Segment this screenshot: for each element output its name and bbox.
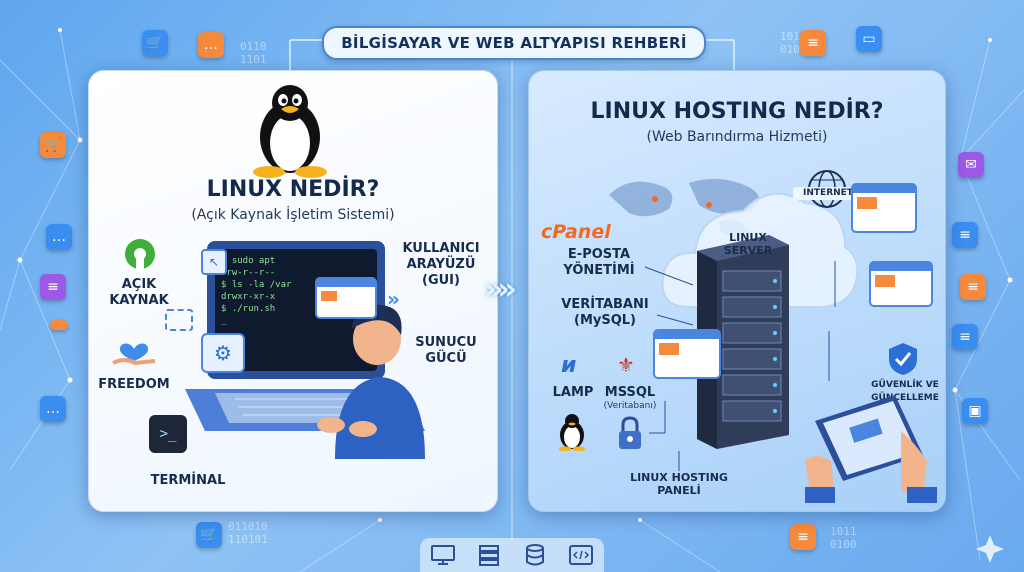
cpanel-logo: cPanel <box>541 221 611 243</box>
mssql-logo-icon: ⚜ <box>617 353 635 377</box>
arrows-icon: » <box>387 287 400 311</box>
tablet-hands-illustration <box>805 395 937 503</box>
cart-icon: 🛒 <box>196 522 222 548</box>
document-icon: ≡ <box>800 30 826 56</box>
linux-title: LINUX NEDİR? <box>206 177 380 202</box>
browser-window-icon <box>869 261 933 307</box>
guide-banner: BİLGİSAYAR VE WEB ALTYAPISI REHBERİ <box>322 26 706 60</box>
terminal-line: $ sudo apt <box>221 256 276 266</box>
chat-icon: … <box>198 32 224 58</box>
terminal-label: TERMİNAL <box>150 473 226 488</box>
tag-icon <box>50 320 68 330</box>
gui-window-icon <box>315 277 377 319</box>
linux-panel: LINUX NEDİR? (Açık Kaynak İşletim Sistem… <box>88 70 498 512</box>
database-icon <box>526 544 544 566</box>
gui-label: KULLANICI ARAYÜZÜ (GUI) <box>402 241 480 288</box>
browser-window-icon <box>851 183 917 233</box>
internet-label: INTERNET <box>793 187 863 200</box>
lock-icon <box>619 416 641 449</box>
server-power-label: SUNUCU GÜCÜ <box>415 335 477 366</box>
binary-decor: 011010 110101 <box>228 520 268 546</box>
chat-icon: ▭ <box>856 26 882 52</box>
document-icon: ≡ <box>40 274 66 300</box>
heart-hand-icon <box>112 343 156 366</box>
monitor-icon <box>431 545 455 565</box>
cart-icon: 🛒 <box>142 30 168 56</box>
hosting-panel-label: LINUX HOSTING PANELİ <box>630 471 728 497</box>
binary-decor: 0110 1101 <box>240 40 267 66</box>
cursor-icon: ↖ <box>201 249 227 275</box>
connector-lines <box>644 261 836 471</box>
mail-icon: ✉ <box>958 152 984 178</box>
lamp-label: LAMP <box>552 385 594 400</box>
server-icon <box>479 545 499 566</box>
double-arrow-icon: »» <box>484 272 517 307</box>
linux-subtitle: (Açık Kaynak İşletim Sistemi) <box>191 207 395 223</box>
terminal-line: -rw-r--r-- <box>221 268 276 278</box>
binary-decor: 1011 0100 <box>830 525 857 551</box>
code-icon <box>569 545 593 565</box>
linux-hosting-panel: LINUX HOSTING NEDİR? (Web Barındırma Hiz… <box>528 70 946 512</box>
terminal-line: _ <box>221 316 227 326</box>
security-label: GÜVENLİK VE GÜNCELLEME <box>871 380 939 403</box>
lamp-logo-icon: ᴎ <box>561 353 577 378</box>
document-icon: ≡ <box>952 324 978 350</box>
terminal-line: $ ls -la /var <box>221 280 292 290</box>
hosting-title: LINUX HOSTING NEDİR? <box>590 99 884 124</box>
open-source-label: AÇIK KAYNAK <box>109 277 169 308</box>
image-icon: ▣ <box>962 398 988 424</box>
chat-icon: … <box>46 224 72 250</box>
shield-check-icon <box>889 343 917 375</box>
document-icon: ≡ <box>790 524 816 550</box>
gear-icon: ⚙ <box>201 333 245 373</box>
chat-icon: … <box>40 396 66 422</box>
small-tux-icon <box>559 414 585 451</box>
browser-window-icon <box>653 329 721 379</box>
hosting-subtitle: (Web Barındırma Hizmeti) <box>646 129 828 145</box>
server-label: LINUX SERVER <box>723 231 773 257</box>
terminal-screen: $ sudo apt -rw-r--r-- $ ls -la /var drwx… <box>221 255 371 327</box>
freedom-label: FREEDOM <box>98 377 170 392</box>
terminal-line: $ ./run.sh <box>221 304 276 314</box>
window-outline-icon <box>165 309 193 331</box>
email-management-label: E-POSTA YÖNETİMİ <box>563 247 635 278</box>
terminal-icon: >_ <box>149 415 187 453</box>
database-label: VERİTABANI (MySQL) <box>561 297 649 328</box>
cart-icon: 🛒 <box>40 132 66 158</box>
tux-penguin-icon <box>253 85 327 178</box>
bottom-icon-bar <box>420 538 604 572</box>
document-icon: ≡ <box>960 274 986 300</box>
chat-icon: ≡ <box>952 222 978 248</box>
mssql-sublabel: (Veritabanı) <box>603 401 657 411</box>
open-source-icon <box>125 239 155 271</box>
terminal-line: drwxr-xr-x <box>221 292 276 302</box>
mssql-label: MSSQL <box>604 385 656 400</box>
